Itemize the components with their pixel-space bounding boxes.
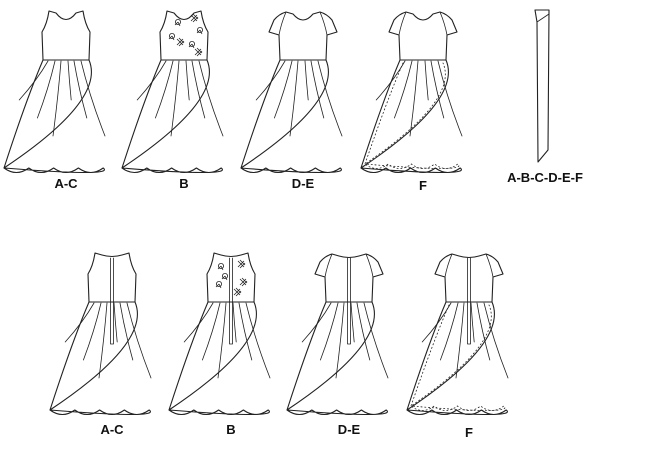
front-view-b	[121, 10, 224, 174]
bodice-embroidery	[215, 259, 248, 297]
skirt-gathers	[255, 60, 343, 137]
skirt-gathers	[183, 302, 271, 379]
label-sash: A-B-C-D-E-F	[507, 170, 583, 185]
front-view-a-c	[3, 10, 106, 174]
front-view-f	[360, 11, 463, 174]
skirt	[121, 59, 223, 174]
skirt-gathers	[301, 302, 389, 379]
overlay-dotted-edge	[410, 304, 506, 411]
label-front-f: F	[419, 178, 427, 193]
skirt	[286, 301, 388, 416]
back-view-a-c	[49, 252, 152, 416]
skirt-gathers	[18, 60, 106, 137]
skirt-gathers	[375, 60, 463, 137]
skirt-gathers	[64, 302, 152, 379]
zipper	[347, 257, 351, 345]
label-back-d-e: D-E	[337, 422, 361, 437]
bodice	[268, 11, 338, 61]
bodice	[314, 253, 384, 303]
back-view-f	[406, 253, 509, 416]
bodice	[388, 11, 458, 61]
sleeve-seams	[278, 11, 328, 36]
skirt	[168, 301, 270, 416]
sleeve-seams	[444, 253, 494, 278]
bodice	[87, 252, 137, 303]
front-view-d-e	[240, 11, 343, 174]
zipper	[229, 257, 233, 345]
zipper	[110, 257, 114, 345]
label-back-f: F	[465, 425, 473, 440]
skirt	[240, 59, 342, 174]
label-front-b: B	[179, 176, 189, 191]
sleeve-seams	[398, 11, 448, 36]
bodice-embroidery	[168, 13, 203, 57]
sleeve-seams	[324, 253, 374, 278]
overlay-dotted-edge	[364, 62, 460, 169]
bodice	[41, 10, 91, 61]
zipper	[467, 257, 471, 345]
bodice	[159, 10, 209, 61]
skirt	[3, 59, 105, 174]
skirt	[406, 301, 508, 416]
back-view-d-e	[286, 253, 389, 416]
skirt-gathers	[421, 302, 509, 379]
label-front-a-c: A-C	[54, 176, 78, 191]
skirt	[49, 301, 151, 416]
label-front-d-e: D-E	[291, 176, 315, 191]
sash	[534, 9, 550, 163]
skirt-gathers	[136, 60, 224, 137]
skirt	[360, 59, 462, 174]
label-back-b: B	[226, 422, 236, 437]
bodice	[206, 252, 256, 303]
back-view-b	[168, 252, 271, 416]
bodice	[434, 253, 504, 303]
label-back-a-c: A-C	[100, 422, 124, 437]
